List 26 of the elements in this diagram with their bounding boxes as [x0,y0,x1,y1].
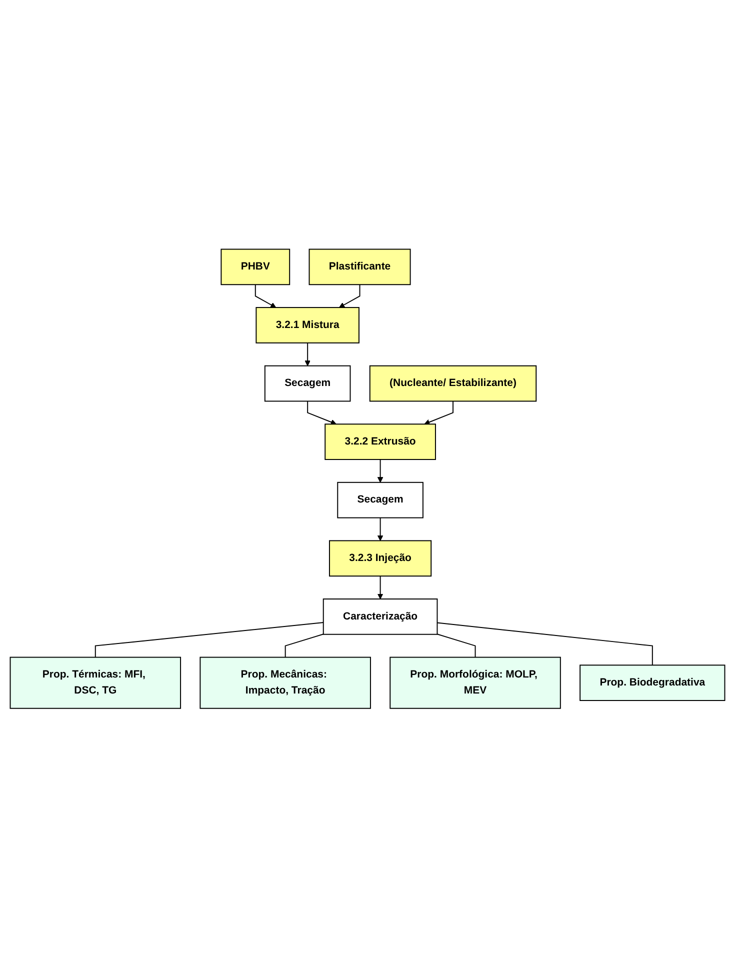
node-box [200,656,371,709]
connector [436,622,653,666]
node-box [256,306,360,344]
connector [436,633,476,658]
arrow [338,284,360,308]
node-box [220,248,290,285]
node-box [369,365,537,402]
node-box [324,423,436,460]
arrow [377,575,384,599]
node-box [329,540,432,576]
node-box [337,482,424,518]
node-box [308,248,411,285]
arrow [377,458,384,482]
node-box [322,598,438,635]
node-box [580,664,726,701]
connector [284,633,324,658]
node-box [390,656,561,709]
arrow [254,284,276,308]
node-box [264,365,351,402]
arrow [424,400,454,425]
connector [94,622,324,658]
arrow [377,516,384,541]
arrow [304,342,310,366]
flowchart-drawing: PHBV Plastificante 3.2.1 Mistura Secagem (Nucleante/ Estabilizante) 3.2.2 Extrusão Secagem 3.2.3 Injeção Caracterização Prop. Térmicas: MFI, DSC, TG Prop. Mecânicas: Impacto, Tração Prop. Morfológica: MOLP, MEV Prop. Biodegradativa [5,244,730,714]
node-box [10,656,182,709]
arrow [307,400,336,425]
